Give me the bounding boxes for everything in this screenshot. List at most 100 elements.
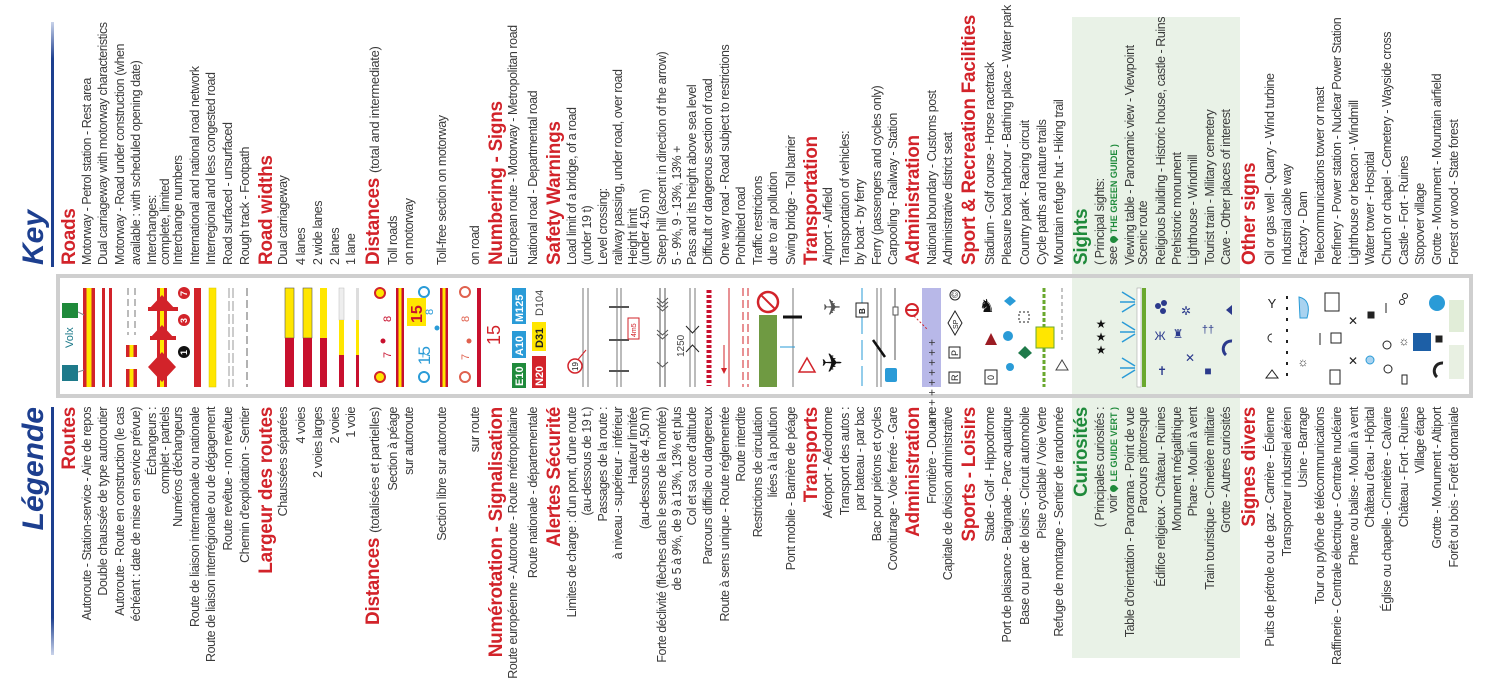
other-legend-line-fr: Château - Fort - Ruines (1396, 407, 1412, 679)
sights-legend-line-fr: Parcours pittoresque (1135, 407, 1151, 679)
nuclear-station-icon (1365, 355, 1375, 365)
transport-legend-line-en: Ferry (passengers and cycles only) (869, 86, 885, 265)
legend-text: Tourist train - Military cemetery (1203, 109, 1217, 265)
roads-legend-line-fr: Double chaussée de type autoroutier (95, 407, 111, 679)
legend-text: Transport des autos : (838, 407, 852, 516)
safety-legend-line-en: Level crossing: (595, 188, 611, 265)
legend-text: Port de plaisance - Baignade - Parc aqua… (1000, 407, 1014, 643)
legend-text: Factory - Dam (1296, 191, 1310, 265)
exit-number-3: 3 (179, 318, 189, 323)
other-legend-line-fr: Usine - Barrage (1295, 407, 1311, 679)
other-legend-line-fr: Église ou chapelle - Cimetière - Calvair… (1379, 407, 1395, 679)
viewpoint-icon (1120, 291, 1136, 379)
sights-legend-line-en: Lighthouse - Windmill (1185, 155, 1201, 265)
legend-text: Swing bridge - Toll barrier (784, 135, 798, 265)
prohibited-road-symbol (742, 288, 749, 387)
sights-strip-background (1072, 278, 1240, 394)
safety-legend-line-fr: liées à la pollution (765, 407, 781, 679)
dam-icon (1298, 296, 1309, 319)
distances-legend-line-en: Toll-free section on motorway (434, 115, 450, 265)
legend-text: available : with scheduled opening date) (129, 60, 143, 265)
legend-text: Phare - Moulin à vent (1186, 407, 1200, 517)
sport-legend-line-en: Cycle paths and nature trails (1034, 120, 1050, 265)
volx-label: Volx (64, 327, 76, 348)
safety-heading-text-fr: Alertes Sécurité (544, 407, 565, 547)
roads-legend-line-en: Interchange numbers (170, 155, 186, 265)
level-crossing-symbol: 4m5 (609, 288, 640, 387)
legend-text: Load limit of a bridge, of a road (565, 107, 579, 265)
safety-legend-line-en: (under 19 t) (579, 206, 595, 265)
water-park-icon (1006, 363, 1014, 371)
legend-text: Dual carriageway (276, 175, 290, 265)
roads-legend-line-en: Rough track - Footpath (237, 147, 253, 265)
sights-symbols: ★ ★ ★ Ж ✝ ♜ ✲ ✕ †† ■ (1096, 287, 1233, 388)
legend-text: Passages de la route : (596, 407, 610, 522)
legend-text: Airport - Airfield (821, 187, 835, 265)
legend-text: Route de liaison interrégionale ou de dé… (204, 407, 218, 662)
sport-heading-en: Sport & Recreation Facilities (959, 15, 981, 265)
numbering-heading-text-fr: Numérotation - Signalisation (486, 407, 507, 658)
sport-legend-line-en: Mountain refuge hut - Hiking trail (1051, 100, 1067, 265)
sport-heading-fr: Sports - Loisirs (959, 407, 981, 679)
numbering-legend-line-en: National road - Departmental road (525, 91, 541, 265)
safety-legend-line-en: Steep hill (ascent in direction of the a… (654, 52, 670, 265)
legend-text: Église ou chapelle - Cimetière - Calvair… (1380, 407, 1394, 612)
legend-text: Administrative district seat (941, 132, 955, 265)
numbering-legend-line-fr: Route nationale - départementale (525, 407, 541, 679)
lighthouse-beacon-icon: ✕ (1348, 354, 1358, 368)
legend-text: Ferry (passengers and cycles only) (870, 85, 884, 265)
roads-legend-line-fr: Autoroute - Route en construction (le ca… (112, 407, 128, 679)
sights-legend-line-fr: Phare - Moulin à vent (1185, 407, 1201, 679)
legend-text: Grotte - Monument - Mountain airfield (1430, 73, 1444, 265)
toll-distance-15: 15 (409, 305, 426, 323)
load-limit-19: 19 (571, 362, 580, 371)
toll-free-distance-15: 15 (415, 346, 434, 365)
numbering-heading-text-en: Numbering - Signs (486, 101, 507, 265)
other-legend-line-en: Stopover village (1412, 183, 1428, 265)
sport-legend-line-fr: Base ou parc de loisirs - Circuit automo… (1017, 407, 1033, 679)
legend-text: Oil or gas well - Quarry - Wind turbine (1263, 73, 1277, 265)
roads-heading-text-en: Roads (59, 208, 80, 265)
legend-text: Cave - Other places of interest (1219, 109, 1233, 265)
legend-text: Numéros d'échangeurs (171, 407, 185, 527)
legend-text: Rough track - Footpath (238, 147, 252, 265)
roads-legend-line-en: International and national road network (187, 66, 203, 265)
legend-text: Autoroute - Route en construction (le ca… (113, 407, 127, 616)
petrol-station-icon (62, 365, 78, 381)
other-legend-line-en: Grotte - Monument - Mountain airfield (1429, 74, 1445, 265)
roads-legend-line-en: Dual carriageway with motorway character… (95, 22, 111, 265)
key-title: Key (17, 209, 50, 265)
carpooling-icon (885, 368, 897, 382)
legend-text: Water tower - Hospital (1363, 151, 1377, 265)
transport-heading-text-fr: Transports (801, 407, 822, 503)
legend-text: Difficult or dangerous section of road (701, 78, 715, 265)
legend-text: Phare ou balise - Moulin à vent (1347, 407, 1361, 566)
legend-text: Lighthouse or beacon - Windmill (1347, 100, 1361, 265)
legend-text: Grotte - Monument - Altiport (1430, 407, 1444, 549)
legend-text: 1 voie (344, 407, 358, 438)
roads-legend-line-fr: Chemin d'exploitation - Sentier (237, 407, 253, 679)
legend-text: liées à la pollution (766, 407, 780, 498)
svg-text:+++++++++: +++++++++ (925, 339, 939, 429)
legend-text: Usine - Barrage (1296, 407, 1310, 488)
legend-text: Motorway - Petrol station - Rest area (80, 78, 94, 265)
legend-text: Château d'eau - Hôpital (1363, 407, 1377, 528)
legend-text: Restrictions de circulation (751, 407, 765, 538)
legend-text: Route européenne - Autoroute - Route mét… (506, 407, 520, 679)
castle-icon (1402, 293, 1408, 299)
legend-text: Castle - Fort - Ruines (1397, 156, 1411, 265)
sport-symbols: ♞ 0 (979, 288, 1069, 387)
height-limit-label: 4m5 (631, 323, 638, 337)
legend-text: Lighthouse - Windmill (1186, 154, 1200, 265)
nature-trail-icon (1035, 326, 1055, 349)
legend-text: Telecommunications tower or mast (1313, 86, 1327, 265)
green-guide-pin-icon (1108, 483, 1119, 493)
legend-text: Prehistoric monument (1170, 152, 1184, 265)
swing-bridge-toll-symbol (780, 288, 817, 387)
legend-text: voir (1106, 494, 1120, 513)
fort-icon: ☼ (1399, 334, 1410, 348)
legend-text: Parcours pittoresque (1136, 407, 1150, 514)
safety-legend-line-en: due to air pollution (765, 172, 781, 265)
other-signs-symbols: Y ☼ ✕ ✕ ☼ (1265, 292, 1464, 385)
legend-text: Édifice religieux - Château - Ruines (1154, 407, 1168, 587)
